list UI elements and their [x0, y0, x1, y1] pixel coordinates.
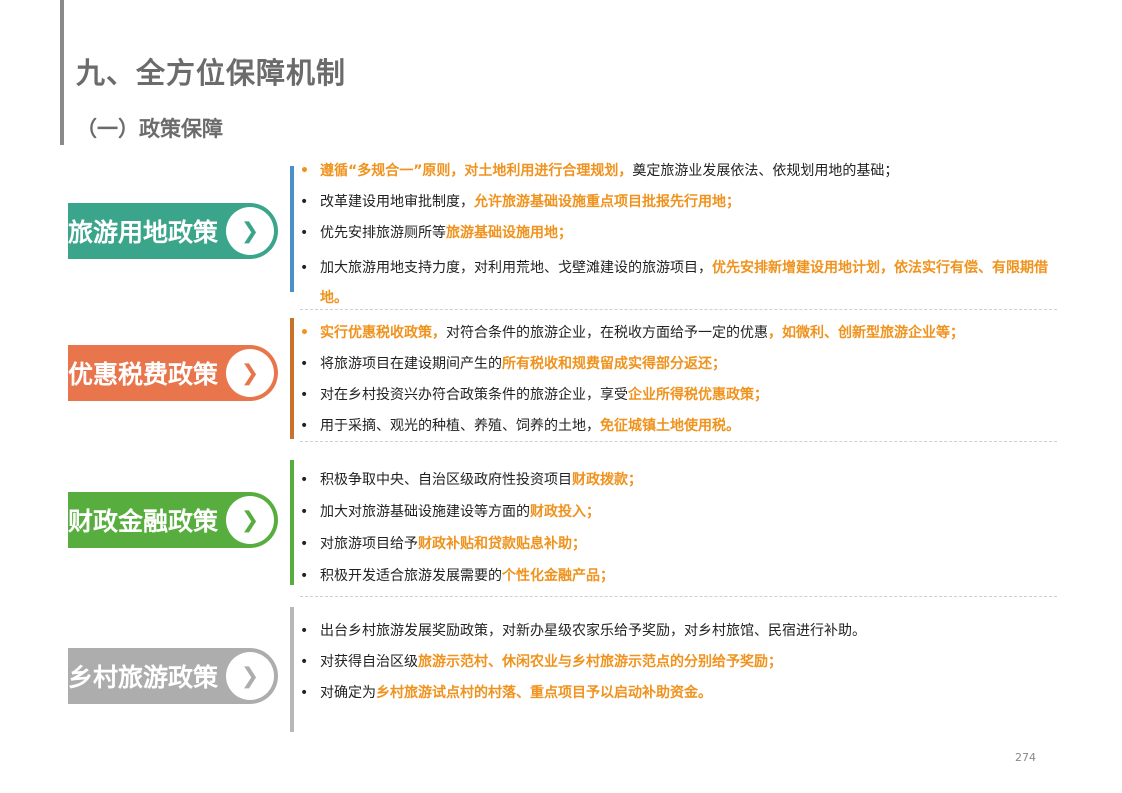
list-item: • 将旅游项目在建设期间产生的所有税收和规费留成实得部分返还；: [300, 353, 1060, 375]
chevron-right-icon: ❯: [226, 207, 274, 255]
item-text: 改革建设用地审批制度，: [320, 194, 474, 210]
item-text-highlight: 优先安排新增建设用地计划，依法实行有偿、有限期借地。: [320, 260, 1048, 306]
section-separator: [300, 441, 1057, 442]
section-divider-bar: [290, 607, 294, 732]
bullet-icon: •: [300, 536, 309, 552]
item-text: 加大对旅游基础设施建设等方面的: [320, 504, 530, 520]
item-text: 对旅游项目给予: [320, 536, 418, 552]
list-item: • 实行优惠税收政策，对符合条件的旅游企业，在税收方面给予一定的优惠，如微利、创新…: [300, 322, 1060, 344]
item-text-highlight: 实行优惠税收政策，: [320, 325, 446, 341]
item-text: 将旅游项目在建设期间产生的: [320, 356, 502, 372]
section-label-rural: 乡村旅游政策 ❯: [68, 648, 278, 704]
page-number: 274: [1015, 751, 1036, 764]
item-text: 出台乡村旅游发展奖励政策，对新办星级农家乐给予奖励，对乡村旅馆、民宿进行补助。: [320, 623, 866, 639]
chevron-right-icon: ❯: [226, 652, 274, 700]
item-text: 奠定旅游业发展依法、依规划用地的基础；: [632, 163, 899, 179]
list-item: • 改革建设用地审批制度，允许旅游基础设施重点项目批报先行用地；: [300, 191, 1060, 213]
section-divider-bar: [290, 166, 294, 292]
item-text: 加大旅游用地支持力度，对利用荒地、戈壁滩建设的旅游项目，: [320, 260, 712, 276]
bullet-icon: •: [300, 163, 309, 179]
section-label-text: 旅游用地政策: [68, 218, 219, 247]
chevron-right-icon: ❯: [226, 496, 274, 544]
list-item: • 优先安排旅游厕所等旅游基础设施用地；: [300, 222, 1060, 244]
item-text-highlight: 允许旅游基础设施重点项目批报先行用地；: [474, 194, 740, 210]
bullet-icon: •: [300, 654, 309, 670]
bullet-icon: •: [300, 685, 309, 701]
section-separator: [300, 596, 1057, 597]
item-text-highlight: 个性化金融产品；: [502, 568, 614, 584]
bullet-icon: •: [300, 225, 309, 241]
item-text-highlight: 乡村旅游试点村的村落、重点项目予以启动补助资金。: [376, 685, 712, 701]
bullet-icon: •: [300, 194, 309, 210]
section-label-finance: 财政金融政策 ❯: [68, 492, 278, 548]
bullet-icon: •: [300, 260, 309, 276]
list-item: • 遵循“多规合一”原则，对土地利用进行合理规划，奠定旅游业发展依法、依规划用地的…: [300, 160, 1060, 182]
section-label-land: 旅游用地政策 ❯: [68, 203, 278, 259]
title-accent-bar: [60, 0, 64, 145]
item-text-highlight: 旅游基础设施用地；: [446, 225, 572, 241]
item-text-highlight: ，如微利、创新型旅游企业等；: [768, 325, 964, 341]
bullet-icon: •: [300, 568, 309, 584]
item-text-highlight: 免征城镇土地使用税。: [600, 418, 740, 434]
item-text: 对在乡村投资兴办符合政策条件的旅游企业，享受: [320, 387, 628, 403]
section-item-list: • 积极争取中央、自治区级政府性投资项目财政拨款； • 加大对旅游基础设施建设等方面…: [300, 469, 1060, 587]
list-item: • 对旅游项目给予财政补贴和贷款贴息补助；: [300, 533, 1060, 555]
list-item: • 加大对旅游基础设施建设等方面的财政投入；: [300, 501, 1060, 523]
item-text: 对符合条件的旅游企业，在税收方面给予一定的优惠: [446, 325, 768, 341]
item-text: 积极争取中央、自治区级政府性投资项目: [320, 472, 572, 488]
list-item: • 用于采摘、观光的种植、养殖、饲养的土地，免征城镇土地使用税。: [300, 415, 1060, 437]
list-item: • 积极争取中央、自治区级政府性投资项目财政拨款；: [300, 469, 1060, 491]
item-text-highlight: 财政补贴和贷款贴息补助；: [418, 536, 586, 552]
item-text: 对确定为: [320, 685, 376, 701]
list-item: • 对确定为乡村旅游试点村的村落、重点项目予以启动补助资金。: [300, 682, 1060, 704]
section-item-list: • 出台乡村旅游发展奖励政策，对新办星级农家乐给予奖励，对乡村旅馆、民宿进行补助。…: [300, 620, 1060, 704]
list-item: • 出台乡村旅游发展奖励政策，对新办星级农家乐给予奖励，对乡村旅馆、民宿进行补助。: [300, 620, 1060, 642]
list-item: • 对获得自治区级旅游示范村、休闲农业与乡村旅游示范点的分别给予奖励；: [300, 651, 1060, 673]
bullet-icon: •: [300, 504, 309, 520]
item-text: 对获得自治区级: [320, 654, 418, 670]
item-text: 积极开发适合旅游发展需要的: [320, 568, 502, 584]
section-label-tax: 优惠税费政策 ❯: [68, 345, 278, 401]
bullet-icon: •: [300, 325, 309, 341]
bullet-icon: •: [300, 472, 309, 488]
item-text-highlight: 遵循“多规合一”原则，对土地利用进行合理规划，: [320, 163, 633, 179]
item-text-highlight: 财政拨款；: [572, 472, 642, 488]
section-label-text: 财政金融政策: [68, 507, 219, 536]
item-text-highlight: 企业所得税优惠政策；: [628, 387, 768, 403]
page-subtitle: （一）政策保障: [76, 117, 223, 141]
page-title: 九、全方位保障机制: [76, 56, 347, 90]
bullet-icon: •: [300, 623, 309, 639]
list-item: • 积极开发适合旅游发展需要的个性化金融产品；: [300, 565, 1060, 587]
item-text: 用于采摘、观光的种植、养殖、饲养的土地，: [320, 418, 600, 434]
section-item-list: • 实行优惠税收政策，对符合条件的旅游企业，在税收方面给予一定的优惠，如微利、创新…: [300, 322, 1060, 437]
item-text: 优先安排旅游厕所等: [320, 225, 446, 241]
item-text-highlight: 财政投入；: [530, 504, 600, 520]
item-text-highlight: 旅游示范村、休闲农业与乡村旅游示范点的分别给予奖励；: [418, 654, 782, 670]
item-text-highlight: 所有税收和规费留成实得部分返还；: [502, 356, 726, 372]
section-label-text: 乡村旅游政策: [68, 663, 219, 692]
section-separator: [300, 309, 1057, 310]
section-divider-bar: [290, 460, 294, 585]
bullet-icon: •: [300, 418, 309, 434]
section-divider-bar: [290, 318, 294, 439]
bullet-icon: •: [300, 387, 309, 403]
section-item-list: • 遵循“多规合一”原则，对土地利用进行合理规划，奠定旅游业发展依法、依规划用地的…: [300, 160, 1060, 313]
list-item: • 对在乡村投资兴办符合政策条件的旅游企业，享受企业所得税优惠政策；: [300, 384, 1060, 406]
list-item: • 加大旅游用地支持力度，对利用荒地、戈壁滩建设的旅游项目，优先安排新增建设用地计…: [300, 253, 1060, 313]
section-label-text: 优惠税费政策: [68, 360, 219, 389]
chevron-right-icon: ❯: [226, 349, 274, 397]
bullet-icon: •: [300, 356, 309, 372]
